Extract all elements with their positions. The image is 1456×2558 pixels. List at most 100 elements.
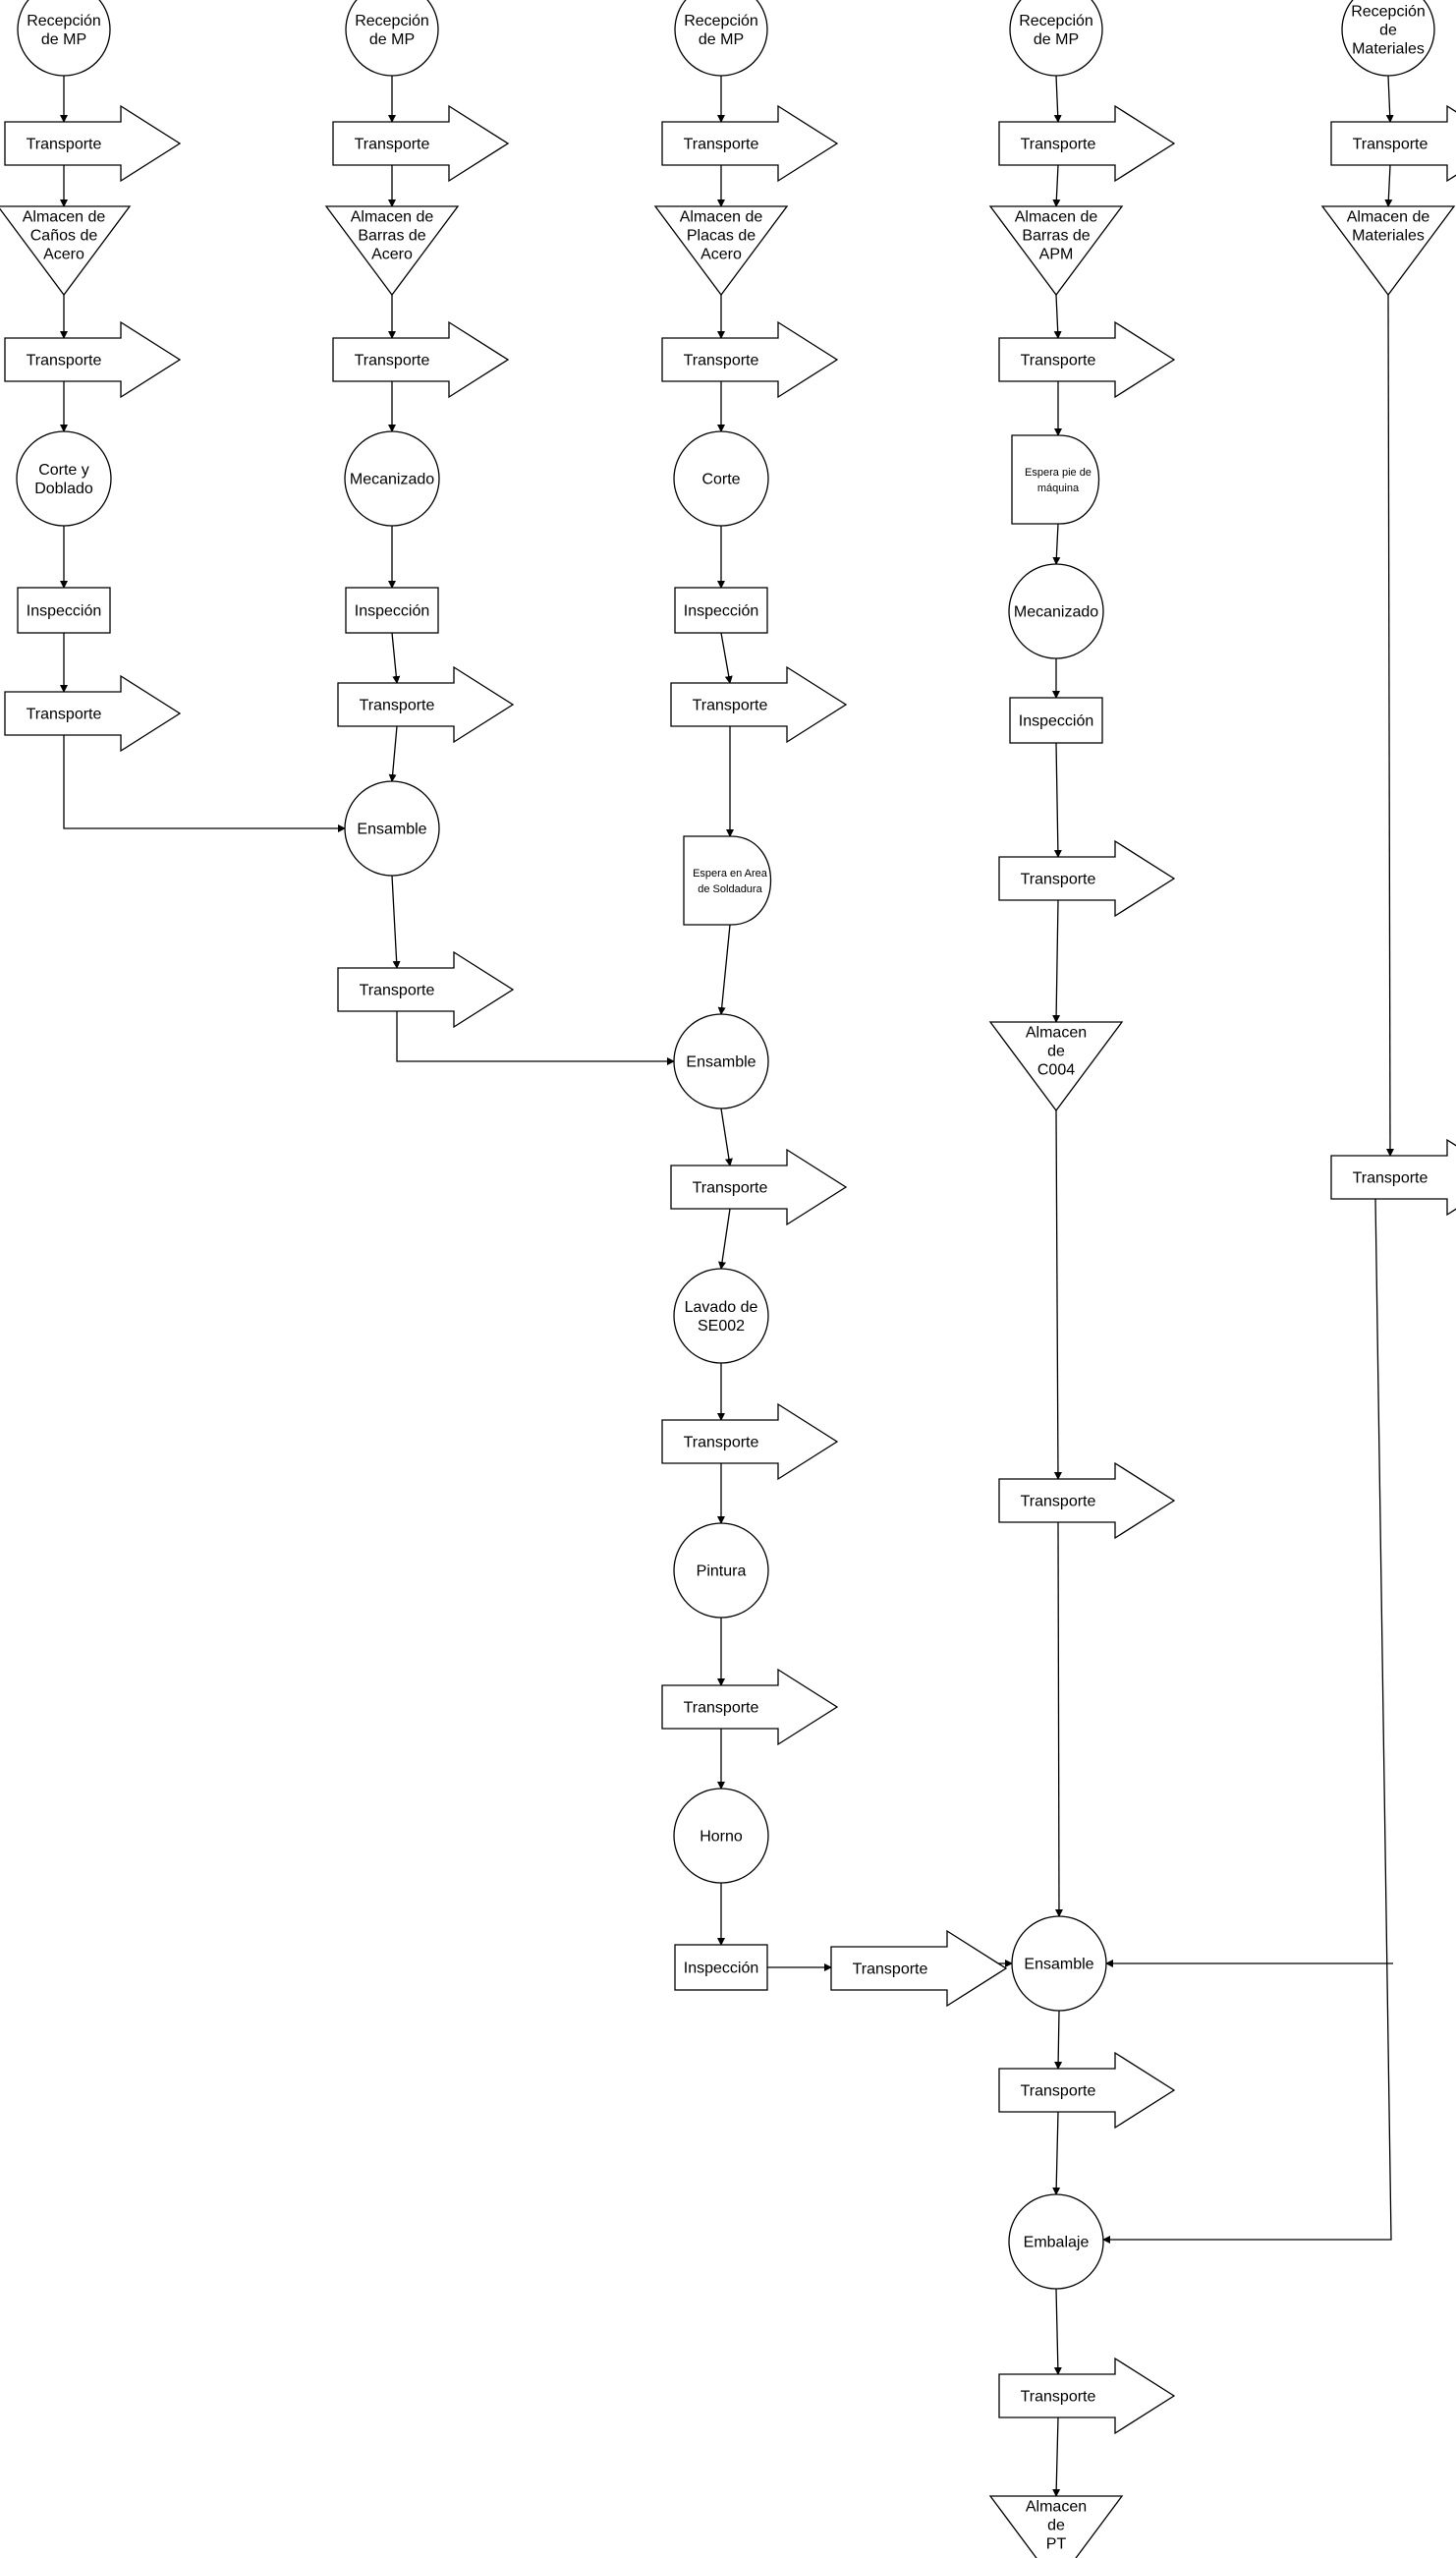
transporte-arrow-node: Transporte [661, 1402, 839, 1481]
connector-c9-to-c10 [720, 1108, 733, 1166]
corte-circle-node: Corte [673, 430, 769, 527]
node-label: Embalaje [1024, 2235, 1090, 2251]
connector-b6-to-b7 [391, 632, 401, 684]
node-label-line: Almacen de [351, 209, 434, 226]
arrow-shape [998, 2051, 1176, 2130]
transporte-arrow-node: Transporte [998, 839, 1176, 918]
connector-c8-to-c9 [717, 924, 731, 1015]
node-label-line: Pintura [697, 1563, 747, 1580]
node-label-line: Transporte [1021, 872, 1096, 888]
transporte-arrow-node: Transporte [998, 2051, 1176, 2130]
node-label-line: Acero [43, 247, 84, 263]
node-label-line: de MP [699, 31, 744, 48]
arrow-shape [661, 104, 839, 183]
node-label-line: Barras de [358, 228, 425, 245]
rect-shape [345, 587, 439, 634]
connector-c10-to-c11 [718, 1208, 731, 1270]
node-label-line: Corte y [38, 462, 89, 479]
node-label-line: Mecanizado [350, 472, 434, 488]
node-label: Transporte [693, 1180, 768, 1197]
rect-shape [674, 587, 768, 634]
node-label: Transporte [360, 983, 435, 999]
node-label-line: de MP [1034, 31, 1079, 48]
node-label-line: Acero [371, 247, 413, 263]
connector-d8-to-d9 [1052, 899, 1061, 1023]
connector-d10-to-d11 [1054, 1521, 1063, 1917]
node-label-line: Placas de [687, 228, 756, 245]
circle-shape [673, 1013, 769, 1109]
triangle-shape [653, 205, 789, 297]
node-label-line: Inspección [684, 1961, 759, 1977]
node-label: Inspección [684, 603, 759, 620]
recepcion-de-mp-circle-node: Recepción de MP [1009, 0, 1103, 77]
node-label: Transporte [27, 353, 102, 369]
node-label: Recepción de MP [27, 13, 101, 48]
node-label-line: Embalaje [1024, 2235, 1090, 2251]
connector-d1-to-d2 [1053, 75, 1062, 123]
ensamble-circle-node: Ensamble [1011, 1915, 1107, 2012]
node-label: Transporte [27, 707, 102, 723]
node-label-line: de MP [41, 31, 86, 48]
node-label: Transporte [355, 137, 430, 153]
horno-circle-node: Horno [673, 1788, 769, 1884]
arrow-shape [332, 104, 510, 183]
connector-d9-to-d10 [1053, 1109, 1062, 1480]
node-label-line: Almacen [1026, 2499, 1087, 2516]
arrow-shape [4, 104, 182, 183]
rect-shape [674, 1944, 768, 1991]
node-label-line: APM [1039, 247, 1074, 263]
inspeccion-rect-node: Inspección [674, 1944, 768, 1991]
circle-shape [17, 0, 111, 77]
node-label-line: SE002 [698, 1318, 745, 1335]
connector-d5-to-d6 [1052, 523, 1061, 565]
transporte-arrow-node: Transporte [998, 1461, 1176, 1540]
node-label: Transporte [1021, 872, 1096, 888]
node-label-line: Recepción [1019, 13, 1093, 29]
node-label-line: Transporte [1021, 1494, 1096, 1510]
node-label: Mecanizado [1014, 604, 1098, 621]
triangle-shape [324, 205, 460, 297]
node-label-line: Transporte [1353, 137, 1428, 153]
node-label: Transporte [1353, 1170, 1428, 1187]
node-label-line: Lavado de [685, 1299, 758, 1316]
ensamble-circle-node: Ensamble [673, 1013, 769, 1109]
inspeccion-rect-node: Inspección [345, 587, 439, 634]
node-label-line: Recepción [1351, 4, 1426, 21]
node-label: Inspección [27, 603, 102, 620]
node-label: Recepción de MP [1019, 13, 1093, 48]
connector-b8-to-b9 [391, 875, 401, 969]
connector-b9-to-c9 [396, 1011, 675, 1065]
arrow-shape [661, 1668, 839, 1746]
connector-e2-to-e3 [1384, 164, 1393, 207]
node-label-line: Transporte [27, 137, 102, 153]
node-label: Horno [700, 1829, 743, 1846]
almacen-de-barras-de-acero-triangle-node: Almacen de Barras de Acero [324, 205, 460, 297]
pintura-circle-node: Pintura [673, 1522, 769, 1619]
delay-shape [683, 835, 771, 926]
inspeccion-rect-node: Inspección [1009, 697, 1103, 744]
node-label: Lavado de SE002 [685, 1299, 758, 1335]
node-label: Ensamble [357, 822, 426, 838]
node-label-line: Transporte [27, 707, 102, 723]
connector-d13-to-d14 [1053, 2288, 1062, 2375]
mecanizado-circle-node: Mecanizado [344, 430, 440, 527]
node-label-line: Ensamble [686, 1054, 756, 1071]
node-label-line: Recepción [27, 13, 101, 29]
transporte-arrow-node: Transporte [998, 320, 1176, 399]
corte-y-doblado-circle-node: Corte y Doblado [16, 430, 112, 527]
node-label: Transporte [27, 137, 102, 153]
node-label-line: C004 [1037, 1062, 1075, 1079]
arrow-shape [998, 839, 1176, 918]
node-label-line: Doblado [34, 481, 93, 497]
node-label: Corte y Doblado [34, 462, 93, 497]
node-label-line: Transporte [684, 353, 759, 369]
transporte-arrow-node: Transporte [830, 1929, 1008, 2008]
arrow-shape [1330, 1138, 1456, 1217]
node-label: Transporte [1021, 2083, 1096, 2100]
